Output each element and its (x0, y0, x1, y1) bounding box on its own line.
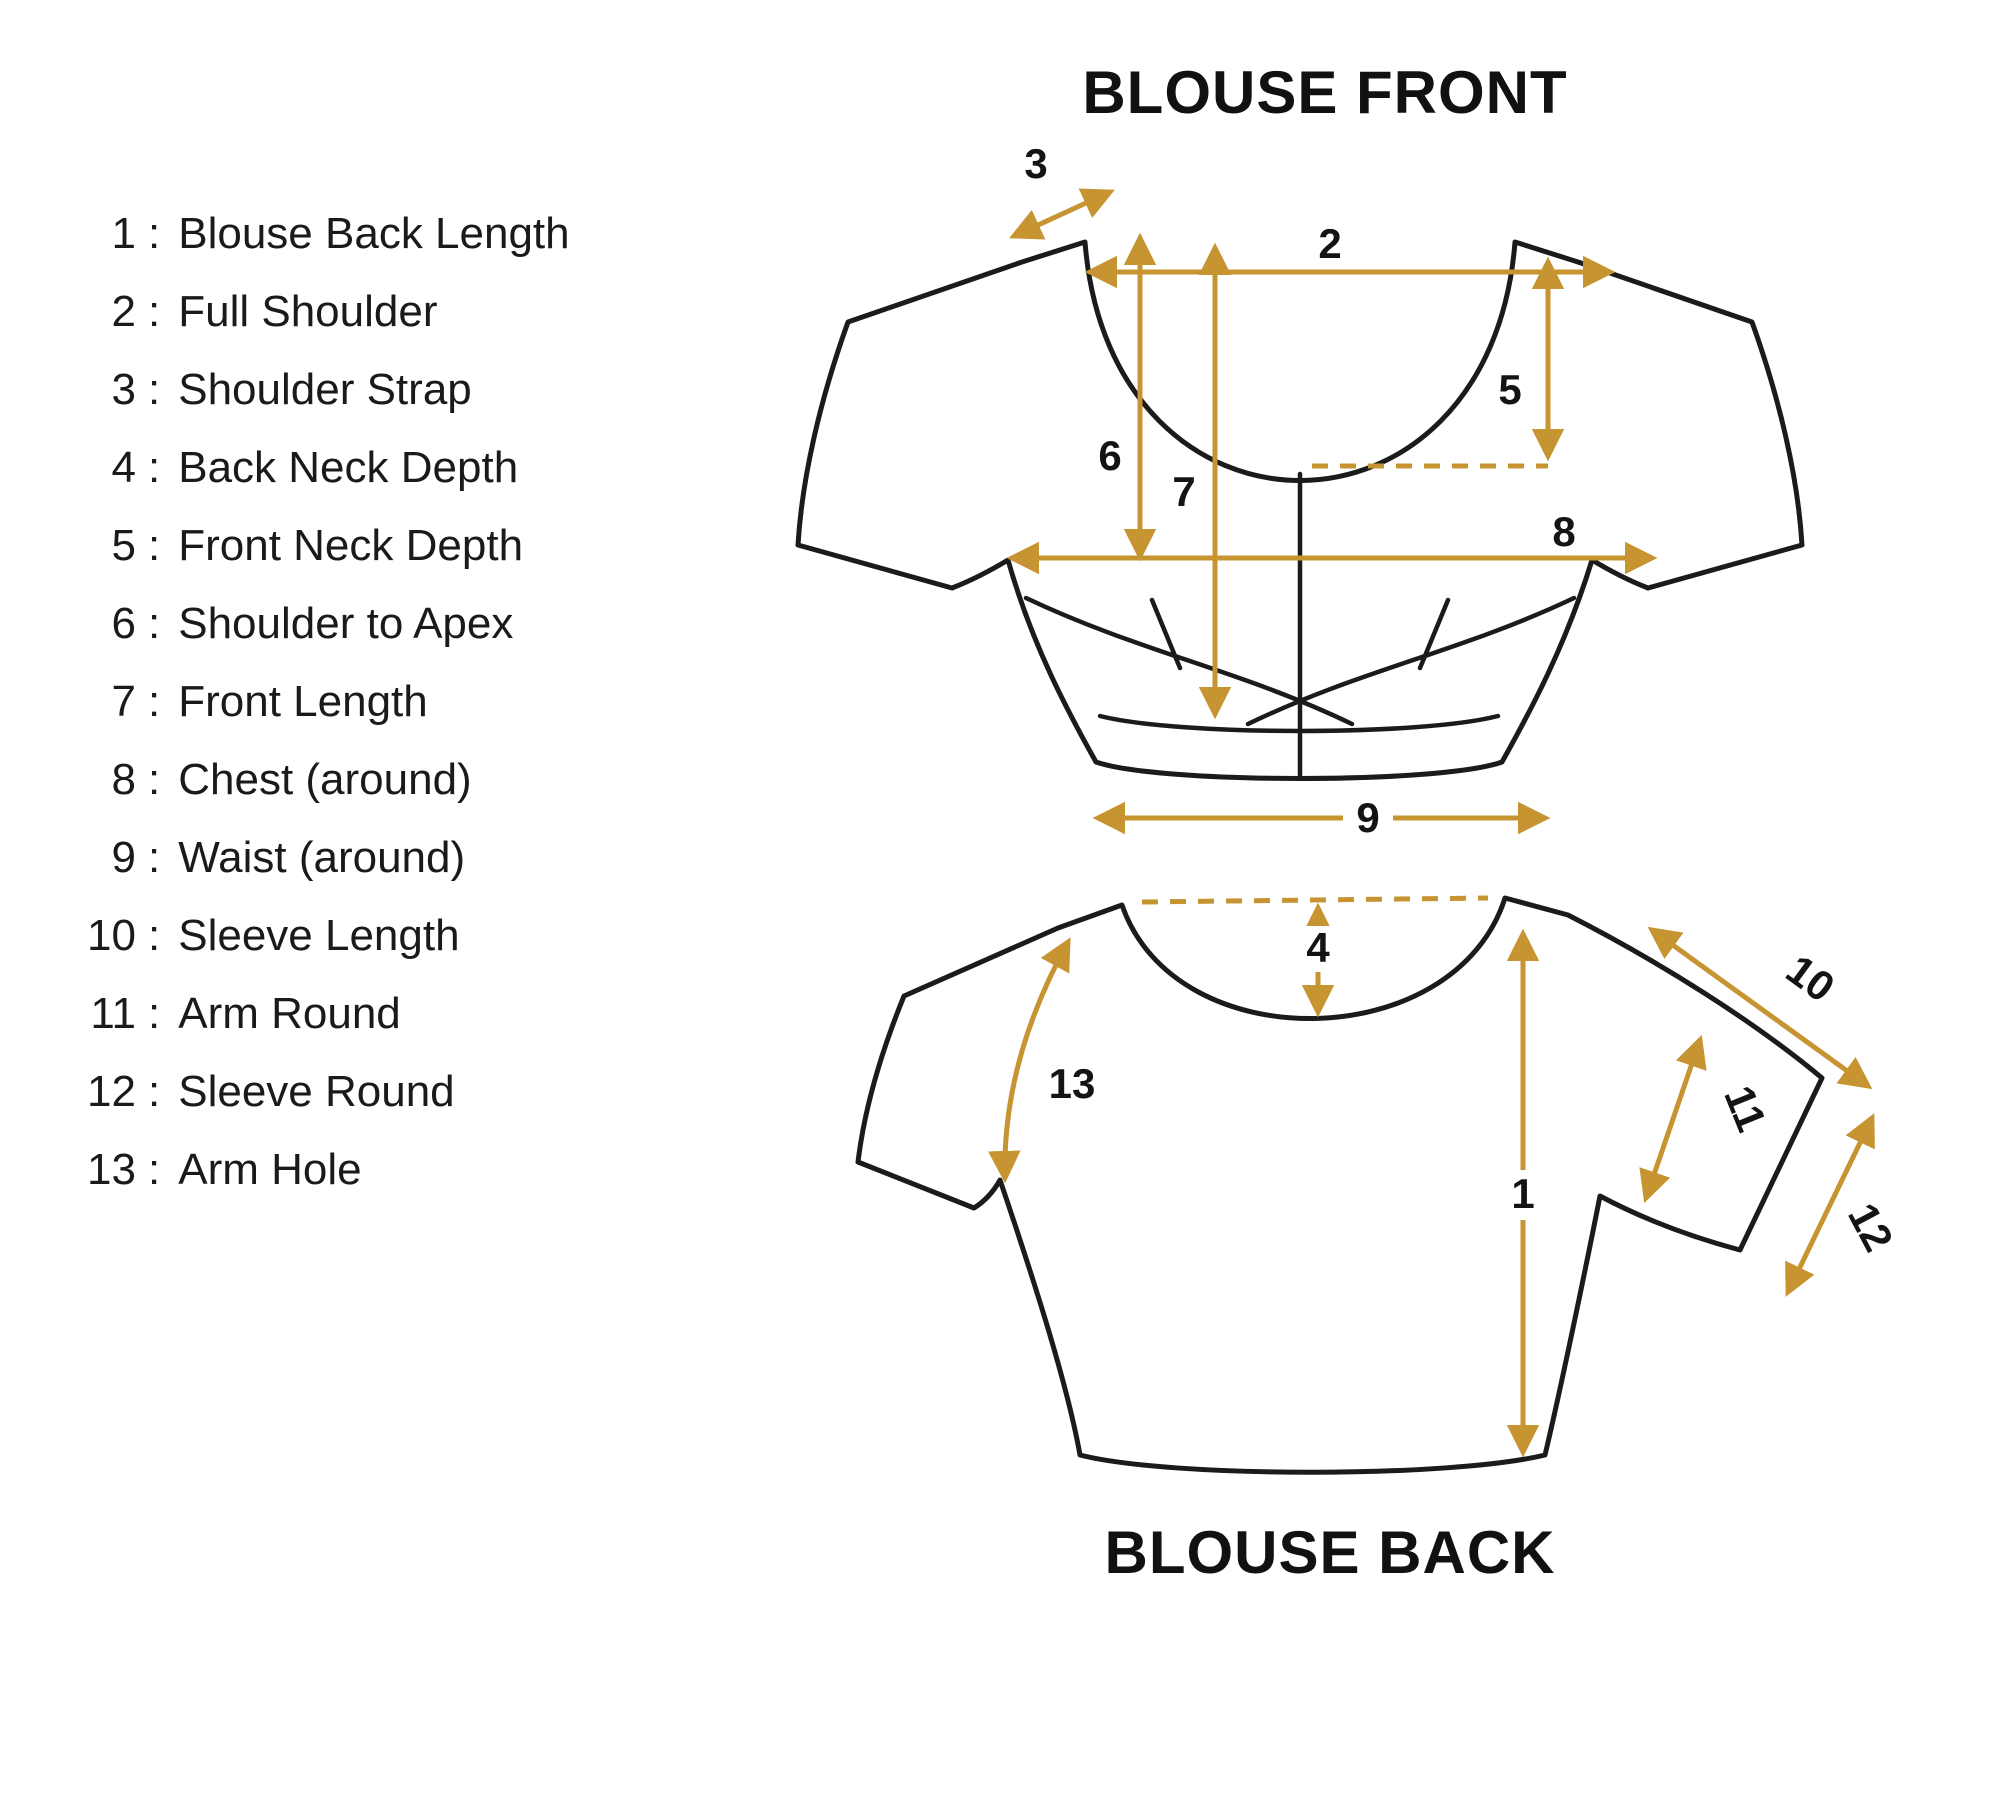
legend-label: Arm Round (178, 989, 401, 1038)
legend-separator: : (148, 833, 161, 882)
legend-item-1: 1: Blouse Back Length (50, 212, 570, 256)
measure-sleeve-length-10: 10 (1647, 926, 1873, 1090)
measure-chest-8: 8 (1006, 508, 1658, 575)
back-blouse-outline (855, 895, 1825, 1475)
measure-arm-hole-13: 13 (988, 937, 1096, 1184)
measure-label-11: 11 (1715, 1079, 1775, 1138)
legend-label: Arm Hole (178, 1145, 362, 1194)
legend-label: Chest (around) (178, 755, 472, 804)
legend-label: Shoulder to Apex (178, 599, 514, 648)
legend-label: Blouse Back Length (178, 209, 570, 258)
legend-separator: : (148, 287, 161, 336)
legend-number: 5 (111, 521, 136, 570)
legend-separator: : (148, 521, 161, 570)
back-diagram-title: BLOUSE BACK (1104, 1519, 1556, 1586)
legend-item-2: 2: Full Shoulder (50, 290, 570, 334)
legend-item-3: 3: Shoulder Strap (50, 368, 570, 412)
legend-item-10: 10: Sleeve Length (50, 914, 570, 958)
legend-item-9: 9: Waist (around) (50, 836, 570, 880)
legend-separator: : (148, 989, 161, 1038)
legend-item-8: 8: Chest (around) (50, 758, 570, 802)
legend-separator: : (148, 677, 161, 726)
measure-label-6: 6 (1098, 432, 1121, 479)
measure-label-1: 1 (1511, 1170, 1534, 1217)
measure-label-5: 5 (1498, 366, 1521, 413)
measure-shoulder-to-apex-6: 6 (1098, 232, 1157, 562)
measure-label-4: 4 (1306, 924, 1330, 971)
legend-label: Shoulder Strap (178, 365, 472, 414)
measure-sleeve-round-12: 12 (1785, 1113, 1903, 1297)
legend-number: 13 (87, 1145, 136, 1194)
legend-number: 11 (90, 989, 136, 1038)
legend-item-6: 6: Shoulder to Apex (50, 602, 570, 646)
legend-item-11: 11: Arm Round (50, 992, 570, 1036)
legend-number: 2 (111, 287, 136, 336)
legend-number: 8 (111, 755, 136, 804)
measure-full-shoulder-2: 2 (1084, 220, 1616, 289)
legend-separator: : (148, 911, 161, 960)
legend-separator: : (148, 755, 161, 804)
measure-label-12: 12 (1839, 1196, 1902, 1259)
legend-separator: : (148, 209, 161, 258)
back-diagram: 4 13 1 10 11 (855, 895, 1903, 1475)
legend-item-12: 12: Sleeve Round (50, 1070, 570, 1114)
bust-curve-left (1023, 595, 1355, 727)
measure-front-length-7: 7 (1172, 242, 1232, 720)
measure-back-neck-depth-4: 4 (1294, 902, 1342, 1018)
legend-label: Full Shoulder (178, 287, 438, 336)
measure-label-13: 13 (1049, 1060, 1096, 1107)
legend-separator: : (148, 1145, 161, 1194)
legend-item-13: 13: Arm Hole (50, 1148, 570, 1192)
legend-label: Sleeve Round (178, 1067, 455, 1116)
measure-back-length-1: 1 (1500, 928, 1546, 1458)
measure-waist-9: 9 (1092, 792, 1551, 841)
measure-label-7: 7 (1172, 468, 1195, 515)
legend-number: 9 (111, 833, 136, 882)
legend-number: 10 (87, 911, 136, 960)
legend-number: 3 (111, 365, 136, 414)
measure-arm-round-11: 11 (1639, 1034, 1776, 1204)
legend-item-7: 7: Front Length (50, 680, 570, 724)
legend-number: 7 (111, 677, 136, 726)
measure-label-2: 2 (1318, 220, 1341, 267)
legend-item-5: 5: Front Neck Depth (50, 524, 570, 568)
legend-label: Sleeve Length (178, 911, 460, 960)
legend-separator: : (148, 1067, 161, 1116)
legend-label: Back Neck Depth (178, 443, 519, 492)
legend-number: 4 (111, 443, 136, 492)
front-diagram-title: BLOUSE FRONT (1082, 59, 1568, 126)
legend-item-4: 4: Back Neck Depth (50, 446, 570, 490)
back-neck-reference-line (1141, 895, 1489, 905)
legend-separator: : (148, 443, 161, 492)
legend-number: 1 (111, 209, 136, 258)
legend-number: 6 (111, 599, 136, 648)
measure-shoulder-strap-3: 3 (1009, 140, 1115, 240)
legend-label: Front Length (178, 677, 428, 726)
measure-label-10: 10 (1778, 946, 1843, 1011)
measure-label-9: 9 (1356, 794, 1379, 841)
legend: 1: Blouse Back Length 2: Full Shoulder 3: S… (50, 212, 570, 1192)
legend-label: Front Neck Depth (178, 521, 524, 570)
front-diagram: 3 2 5 6 7 (795, 140, 1805, 841)
legend-separator: : (148, 365, 161, 414)
bust-curve-right (1245, 595, 1577, 727)
legend-number: 12 (87, 1067, 136, 1116)
measure-front-neck-depth-5: 5 (1312, 256, 1565, 469)
bust-dart-right (1417, 597, 1451, 671)
legend-separator: : (148, 599, 161, 648)
measure-label-3: 3 (1024, 140, 1047, 187)
front-waistband-line (1097, 713, 1501, 734)
bust-dart-left (1149, 597, 1183, 671)
measure-label-8: 8 (1552, 508, 1575, 555)
legend-label: Waist (around) (178, 833, 466, 882)
